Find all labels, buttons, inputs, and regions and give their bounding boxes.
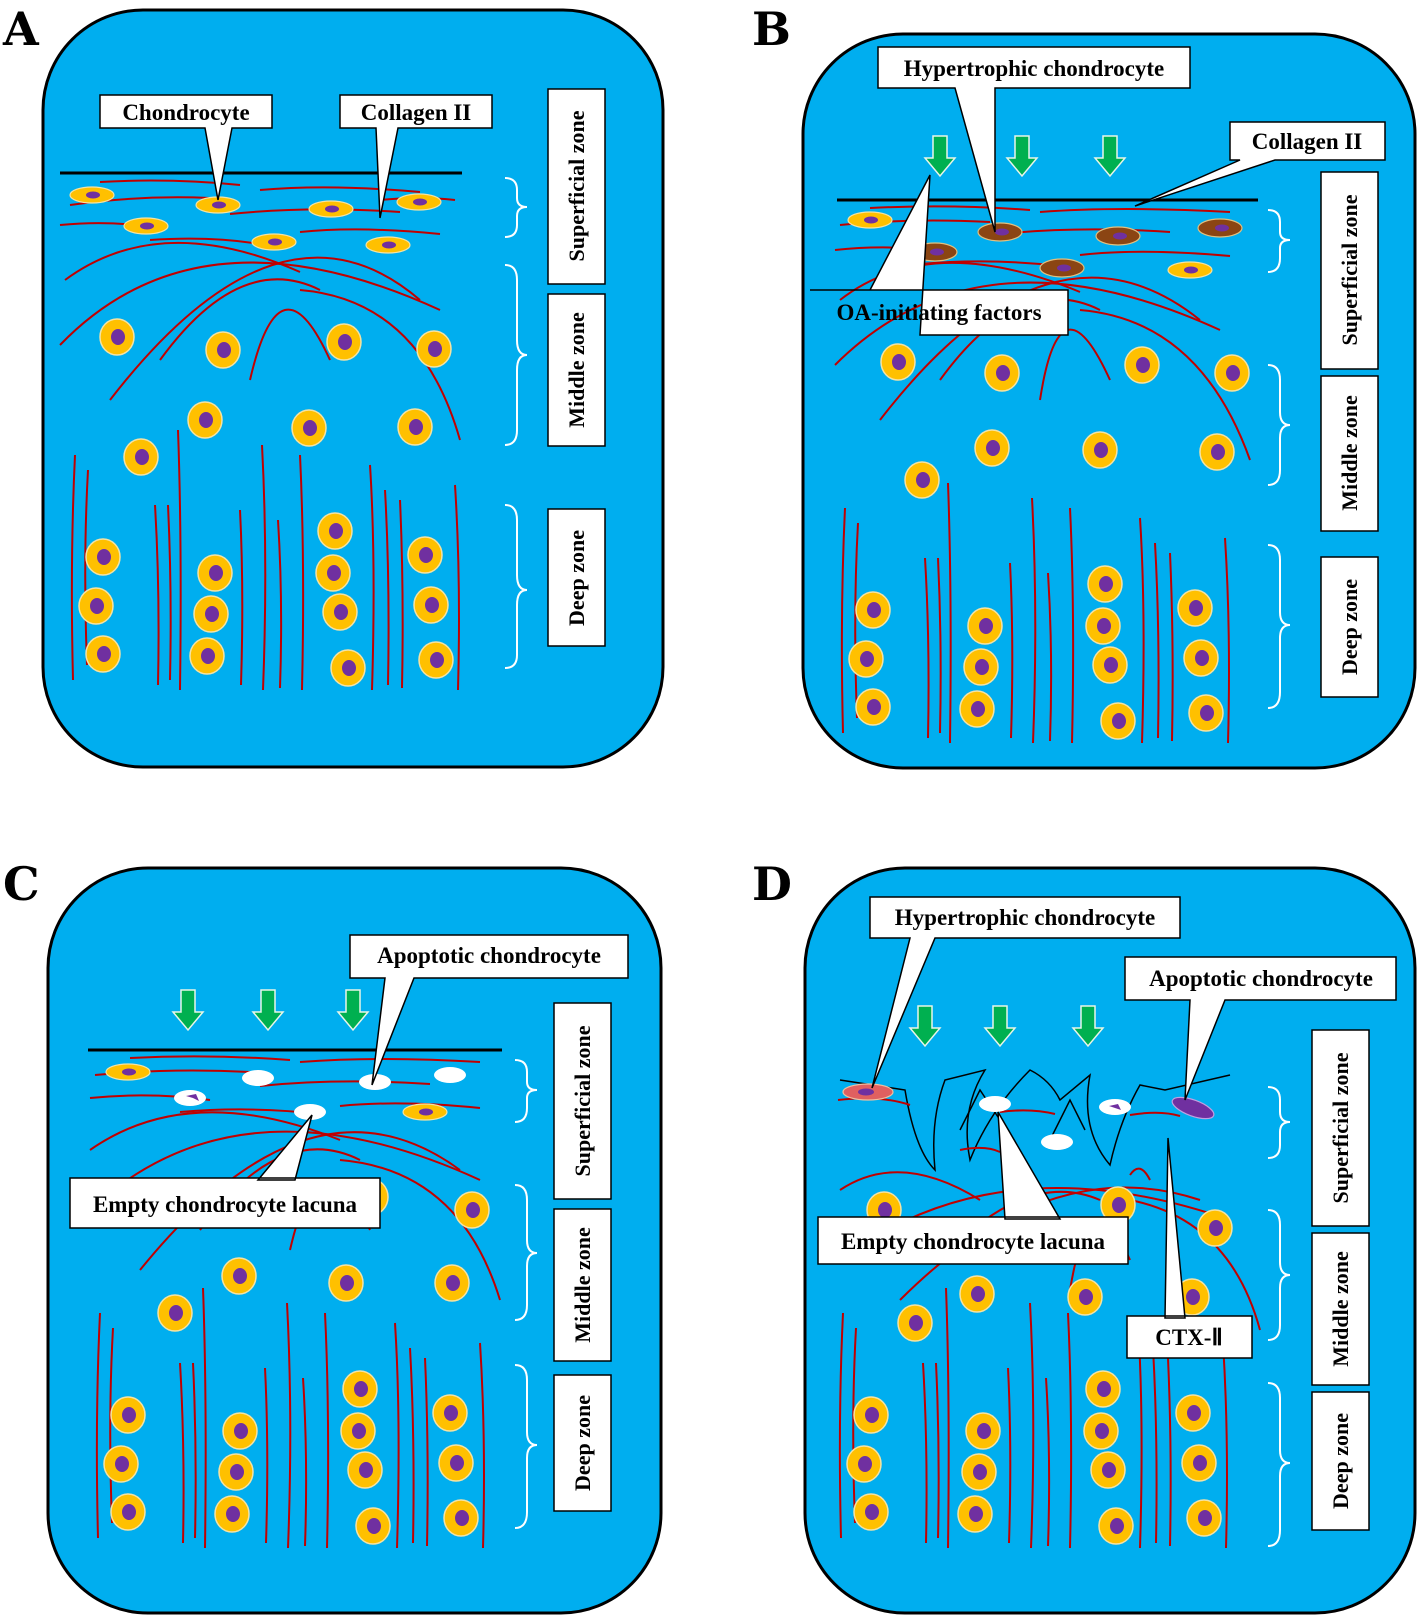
callout-empty-lacuna: Empty chondrocyte lacuna (817, 1111, 1129, 1265)
panel-letter: B (752, 2, 791, 56)
cartilage-box (46, 866, 663, 1615)
panel-letter: C (3, 857, 40, 911)
callout-empty-lacuna-label: Empty chondrocyte lacuna (841, 1229, 1106, 1254)
panel-d: D (752, 857, 1417, 1615)
zone-brace (1267, 209, 1291, 273)
zone-brace (514, 1059, 538, 1123)
zone-brace (504, 504, 528, 669)
chondrocytes (842, 1083, 1233, 1544)
panel-letter: D (752, 857, 792, 911)
apoptotic-fragment (186, 1094, 199, 1101)
callout-empty-lacuna-label: Empty chondrocyte lacuna (93, 1192, 358, 1217)
zone-brace (1267, 1209, 1291, 1341)
callout-ctx-label: CTX-Ⅱ (1155, 1325, 1223, 1350)
callout-apoptotic: Apoptotic chondrocyte (349, 934, 629, 1086)
callout-apoptotic-label: Apoptotic chondrocyte (1149, 966, 1373, 991)
zone-deep-label: Deep zone (1328, 1413, 1353, 1509)
callout-hypertrophic-label: Hypertrophic chondrocyte (904, 56, 1164, 81)
callout-apoptotic-label: Apoptotic chondrocyte (377, 943, 601, 968)
collagen-fibers (59, 179, 461, 441)
callout-oa-factors-label: OA-initiating factors (836, 300, 1041, 325)
fissure (1049, 1098, 1086, 1141)
zone-brace (504, 177, 528, 238)
apoptotic-fragment (1109, 1104, 1121, 1110)
callout-empty-lacuna: Empty chondrocyte lacuna (69, 1114, 381, 1229)
callout-apoptotic: Apoptotic chondrocyte (1124, 956, 1397, 1101)
zone-brace (504, 264, 528, 446)
callout-ctx: CTX-Ⅱ (1126, 1137, 1253, 1359)
zone-annotations: Superficial zone Middle zone Deep zone (504, 88, 606, 669)
callout-collagen-label: Collagen II (361, 100, 472, 125)
apoptotic-cell (1171, 1096, 1215, 1120)
callout-chondrocyte: Chondrocyte (99, 94, 273, 201)
zone-superficial-label: Superficial zone (564, 110, 589, 261)
panel-b: B (752, 2, 1417, 770)
cartilage-box (801, 32, 1417, 770)
callout-collagen: Collagen II (339, 94, 493, 219)
zone-deep-label: Deep zone (564, 530, 589, 626)
zone-superficial-label: Superficial zone (1337, 194, 1362, 345)
callout-hypertrophic: Hypertrophic chondrocyte (877, 46, 1191, 233)
zone-superficial-label: Superficial zone (1328, 1052, 1353, 1203)
zone-superficial-label: Superficial zone (570, 1025, 595, 1176)
zone-middle-label: Middle zone (1328, 1251, 1353, 1367)
zone-deep-label: Deep zone (1337, 579, 1362, 675)
zone-annotations: Superficial zone Middle zone Deep zone (1267, 171, 1379, 709)
zone-brace (1267, 364, 1291, 486)
zone-annotations: Superficial zone Middle zone Deep zone (1267, 1029, 1370, 1547)
zone-middle-label: Middle zone (564, 312, 589, 428)
callout-hypertrophic: Hypertrophic chondrocyte (869, 896, 1181, 1089)
zone-brace (514, 1364, 538, 1529)
zone-middle-label: Middle zone (570, 1227, 595, 1343)
panel-letter: A (2, 2, 40, 56)
callout-chondrocyte-label: Chondrocyte (122, 100, 249, 125)
callout-collagen: Collagen II (1134, 121, 1386, 207)
zone-brace (514, 1184, 538, 1321)
zone-brace (1267, 1086, 1291, 1159)
fibrillated-surface (839, 1068, 1231, 1173)
callout-collagen-label: Collagen II (1252, 129, 1363, 154)
zone-middle-label: Middle zone (1337, 395, 1362, 511)
callout-oa-factors: OA-initiating factors (810, 174, 1069, 336)
callout-hypertrophic-label: Hypertrophic chondrocyte (895, 905, 1155, 930)
panel-c: C (3, 857, 663, 1615)
zone-brace (1267, 1382, 1291, 1547)
panel-a: A (2, 2, 665, 769)
zone-annotations: Superficial zone Middle zone Deep zone (514, 1002, 612, 1529)
zone-brace (1267, 544, 1291, 709)
zone-deep-label: Deep zone (570, 1395, 595, 1491)
